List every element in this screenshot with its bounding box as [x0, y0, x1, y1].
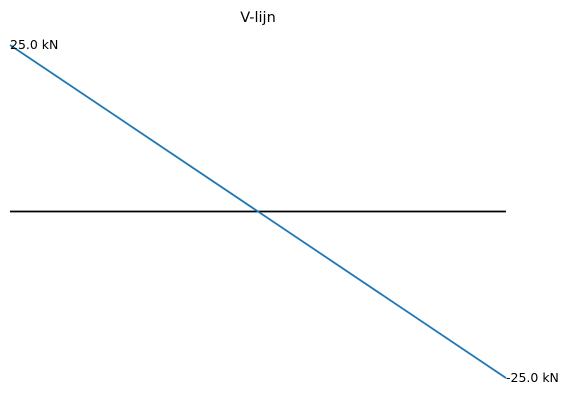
value-label-0: 25.0 kN [10, 37, 58, 52]
plot-area: 25.0 kN -25.0 kN [9, 37, 559, 385]
chart-title: V-lijn [240, 10, 276, 26]
value-label-1: -25.0 kN [506, 370, 559, 385]
shear-series-line-0 [9, 44, 507, 379]
